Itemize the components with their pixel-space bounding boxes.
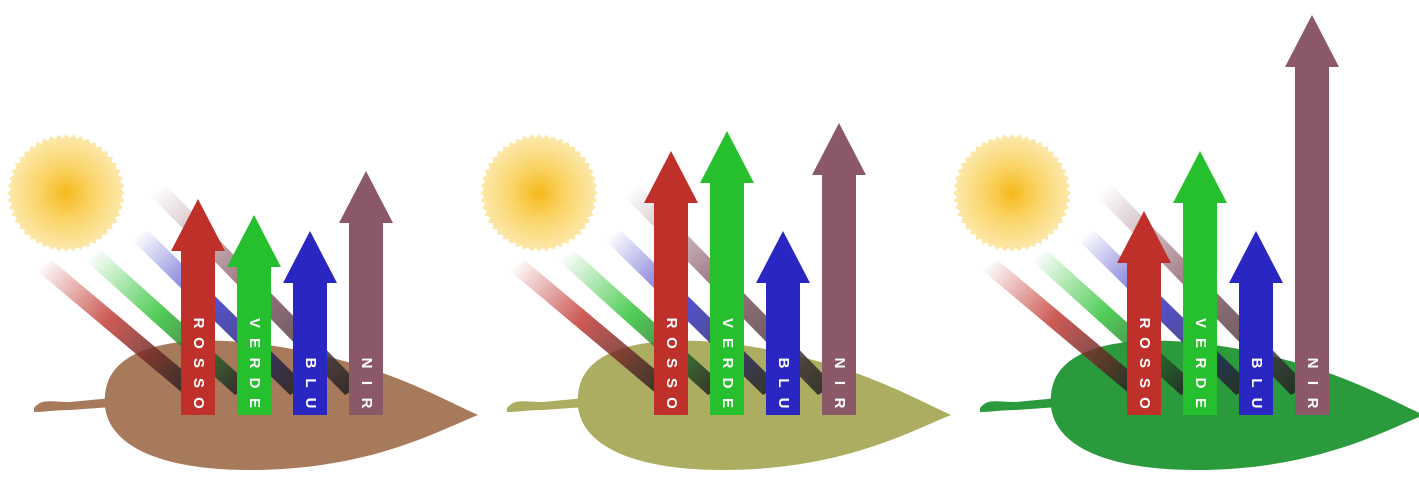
arrow-label-letter: I: [358, 381, 375, 385]
reflected-arrow-red: [644, 151, 698, 415]
arrow-label-letter: S: [663, 378, 680, 388]
arrow-label-letter: L: [1248, 378, 1265, 387]
arrow-label-letter: R: [1304, 398, 1321, 409]
arrow-label-letter: L: [302, 378, 319, 387]
arrow-label-letter: B: [302, 358, 319, 369]
arrow-label-letter: N: [831, 358, 848, 369]
incoming-beam-red: [36, 260, 201, 395]
reflected-arrow-nir: [1285, 15, 1339, 415]
arrow-label-letter: U: [775, 398, 792, 409]
arrow-label-letter: S: [1136, 358, 1153, 368]
reflected-arrow-nir: [339, 171, 393, 415]
arrow-label-letter: E: [1192, 398, 1209, 408]
arrow-label-letter: L: [775, 378, 792, 387]
arrow-label-letter: R: [719, 358, 736, 369]
reflected-arrow-green: [227, 215, 281, 415]
arrow-label-letter: R: [1136, 318, 1153, 329]
arrow-label-letter: R: [190, 318, 207, 329]
reflected-arrow-blue: [1229, 231, 1283, 415]
arrow-label-letter: B: [1248, 358, 1265, 369]
leaf-stem: [507, 398, 585, 412]
sun-icon: [7, 134, 125, 252]
incoming-beam-red: [982, 260, 1147, 395]
arrow-label-letter: E: [719, 398, 736, 408]
arrow-label-letter: O: [1136, 337, 1153, 349]
sun-icon: [953, 134, 1071, 252]
arrow-label-letter: V: [1192, 318, 1209, 328]
reflected-arrow-blue: [283, 231, 337, 415]
arrow-label-letter: D: [246, 378, 263, 389]
arrow-label-letter: E: [1192, 338, 1209, 348]
arrow-label-letter: E: [246, 398, 263, 408]
arrow-label-letter: S: [1136, 378, 1153, 388]
arrow-label-letter: R: [663, 318, 680, 329]
arrow-label-letter: O: [663, 397, 680, 409]
arrow-label-letter: R: [358, 398, 375, 409]
arrow-label-letter: E: [719, 338, 736, 348]
arrow-label-letter: S: [190, 378, 207, 388]
arrow-label-letter: V: [246, 318, 263, 328]
reflected-arrow-green: [700, 131, 754, 415]
arrow-label-letter: D: [719, 378, 736, 389]
reflected-arrow-green: [1173, 151, 1227, 415]
reflected-arrow-red: [171, 199, 225, 415]
arrow-label-letter: O: [663, 337, 680, 349]
leaf-stem: [34, 398, 112, 412]
arrow-label-letter: S: [663, 358, 680, 368]
arrow-label-letter: I: [1304, 381, 1321, 385]
sun-icon: [480, 134, 598, 252]
incoming-beam-red: [509, 260, 674, 395]
arrow-label-letter: R: [246, 358, 263, 369]
arrow-label-letter: E: [246, 338, 263, 348]
arrow-label-letter: R: [831, 398, 848, 409]
arrow-label-letter: I: [831, 381, 848, 385]
arrow-label-letter: R: [1192, 358, 1209, 369]
arrow-label-letter: B: [775, 358, 792, 369]
reflected-arrow-blue: [756, 231, 810, 415]
arrow-label-letter: O: [190, 397, 207, 409]
arrow-label-letter: N: [1304, 358, 1321, 369]
reflected-arrow-red: [1117, 211, 1171, 415]
arrow-label-letter: V: [719, 318, 736, 328]
arrow-label-letter: D: [1192, 378, 1209, 389]
arrow-label-letter: U: [302, 398, 319, 409]
arrow-label-letter: S: [190, 358, 207, 368]
arrow-label-letter: O: [190, 337, 207, 349]
arrow-label-letter: N: [358, 358, 375, 369]
arrow-label-letter: O: [1136, 397, 1153, 409]
reflected-arrow-nir: [812, 123, 866, 415]
leaf-stem: [980, 398, 1058, 412]
arrow-label-letter: U: [1248, 398, 1265, 409]
